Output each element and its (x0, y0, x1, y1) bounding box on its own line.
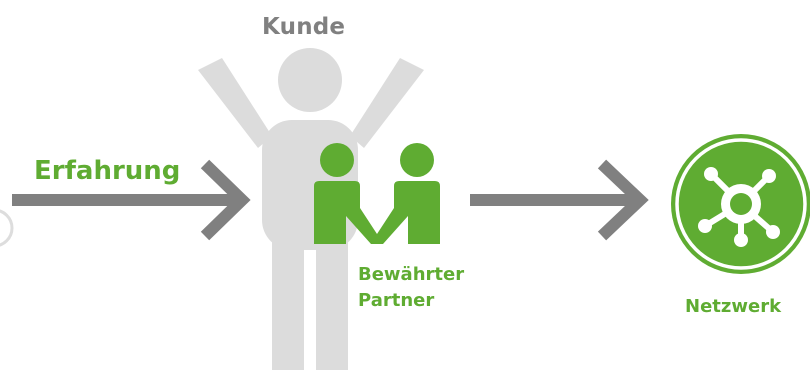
network-hub-icon (671, 134, 810, 274)
partner-label-line1: Bewährter (358, 264, 465, 285)
customer-label: Kunde (262, 14, 346, 40)
partner-label-line2: Partner (358, 290, 435, 311)
partner-handshake-icon (314, 143, 440, 244)
partial-circle-icon (0, 209, 14, 247)
network-arrow (470, 159, 649, 241)
partner-label: Bewährter Partner (358, 262, 464, 314)
network-label: Netzwerk (685, 296, 782, 317)
experience-label: Erfahrung (34, 156, 181, 186)
experience-arrow (12, 159, 251, 241)
